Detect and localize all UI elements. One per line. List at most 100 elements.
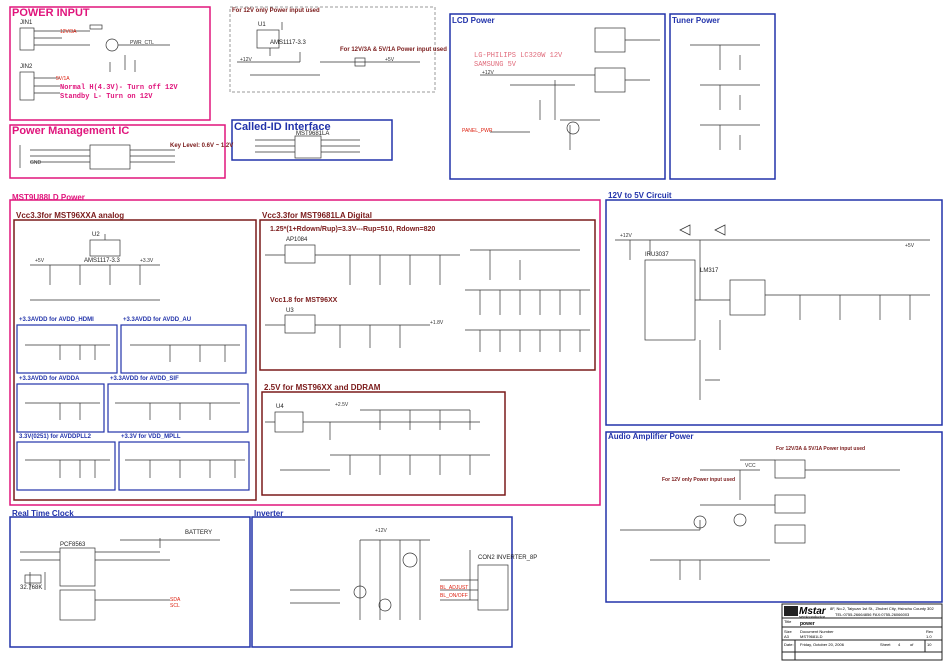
tuner-power-title: Tuner Power <box>672 16 720 25</box>
company-sub: semiconductor <box>799 614 826 619</box>
of-label: of <box>910 642 914 647</box>
net-vin5: 5V/1A <box>56 76 70 82</box>
tuner-power-frame <box>669 13 776 180</box>
net-pwr-ctl: PWR_CTL <box>130 40 154 46</box>
date-label: Date: <box>784 642 794 647</box>
power-mgmt-title: Power Management IC <box>12 125 130 137</box>
net-panel-pwr: PANEL_PWR <box>462 128 493 134</box>
net-v12-a: +12V <box>240 57 252 63</box>
company-logo: Mstar <box>799 606 826 617</box>
net-v5-analog: +5V <box>35 258 45 264</box>
company-address: 8F, No.2, Taiyuan 1st St., Zhubei City, … <box>830 606 934 611</box>
inverter-title: Inverter <box>254 509 284 518</box>
mst-label: MST9681LA <box>296 131 330 137</box>
battery-label: BATTERY <box>185 530 213 536</box>
power-input-frame <box>9 6 211 121</box>
called-id-frame <box>231 119 393 161</box>
u3-label: U3 <box>286 308 294 314</box>
power-mgmt-frame <box>9 124 226 179</box>
net-gnd-pm: GND <box>30 160 42 166</box>
audio-title: Audio Amplifier Power <box>608 432 694 441</box>
net-v25: +2.5V <box>335 402 349 408</box>
key-level-note: Key Level: 0.6V ~ 1.2V <box>170 143 234 149</box>
jin1-label: JIN1 <box>20 20 33 26</box>
ddram-frame <box>261 391 506 496</box>
avdd-sif-label: +3.3AVDD for AVDD_SIF <box>110 376 179 382</box>
jin2-label: JIN2 <box>20 64 33 70</box>
12v-5v-frame <box>605 199 943 426</box>
only12v-frame <box>229 6 436 93</box>
inverter-frame <box>251 516 513 648</box>
title-block-frame <box>781 603 943 661</box>
u2-label: U2 <box>92 232 100 238</box>
net-v33-analog: +3.3V <box>140 258 154 264</box>
rev-value: 1.0 <box>926 634 932 639</box>
ic-reg-label: IRU3037 <box>645 252 669 258</box>
mst-power-title: MST9U88LD Power <box>12 193 85 202</box>
called-id-title: Called-ID Interface <box>234 121 331 133</box>
ams-label-1: AMS1117-3.3 <box>270 40 306 46</box>
date-value: Friday, October 20, 2006 <box>800 642 844 647</box>
net-v5-out: +5V <box>905 243 915 249</box>
ddram-title: 2.5V for MST96XX and DDRAM <box>264 383 381 392</box>
lcd-power-title: LCD Power <box>452 16 495 25</box>
audio-note-a: For 12V/3A & 5V/1A Power input used <box>776 446 866 452</box>
docnum-label: Document Number <box>800 629 834 634</box>
avdd-au-label: +3.3AVDD for AVDD_AU <box>123 317 192 323</box>
net-v12-in: +12V <box>620 233 632 239</box>
sheet-value: 4 <box>898 642 901 647</box>
net-v12-inv: +12V <box>375 528 387 534</box>
digital-frame <box>259 219 596 371</box>
size-value: A3 <box>784 634 789 639</box>
ams-label-2: AMS1117-3.3 <box>84 258 120 264</box>
power-input-title: POWER INPUT <box>12 7 90 19</box>
analog-frame <box>13 219 257 501</box>
u1-label: U1 <box>258 22 266 28</box>
rev-label: Rev <box>926 629 934 634</box>
rtc-frame <box>9 516 251 648</box>
digital-title: Vcc3.3for MST9681LA Digital <box>262 211 372 220</box>
avdd-hdmi-label: +3.3AVDD for AVDD_HDMI <box>19 317 94 323</box>
net-vcc-audio: VCC <box>745 463 756 469</box>
lcd-brand-1: LG-PHILIPS LC320W 12V <box>474 52 563 60</box>
vcc18-note: Vcc1.8 for MST96XX <box>270 297 338 304</box>
net-vin12: 12V/3A <box>60 29 77 35</box>
crystal-label: 32.768K <box>20 585 43 591</box>
rtc-title: Real Time Clock <box>12 509 74 518</box>
pcf-label: PCF8563 <box>60 542 86 548</box>
avddpll2-label: 3.3V(0251) for AVDDPLL2 <box>19 434 92 440</box>
u4-label: U4 <box>276 404 284 410</box>
company-tel: TEL:0755-26664856 FAX:0755-26066003 <box>835 612 910 617</box>
title-value: power <box>800 621 815 627</box>
analog-title: Vcc3.3for MST96XXA analog <box>16 211 125 220</box>
normal-line-note: Normal H(4.3V)- Turn off 12V <box>60 84 178 92</box>
net-v5-a: +5V <box>385 57 395 63</box>
net-bl-adj: BL_ADJUST <box>440 585 469 591</box>
lcd-brand-2: SAMSUNG 5V <box>474 61 517 69</box>
lcd-power-frame <box>449 13 666 180</box>
vdd-mpll-label: +3.3V for VDD_MPLL <box>121 434 181 440</box>
net-sda: SDA <box>170 597 181 603</box>
sheets-value: 10 <box>927 642 932 647</box>
net-scl: SCL <box>170 603 180 609</box>
input-12v5v-note: For 12V/3A & 5V/1A Power input used <box>340 47 447 53</box>
mst-power-frame <box>9 199 601 506</box>
audio-frame <box>605 431 943 603</box>
lm317-label: LM317 <box>700 268 719 274</box>
title-label: Title <box>784 619 792 624</box>
docnum-value: MST9681LD <box>800 634 823 639</box>
size-label: Size <box>784 629 792 634</box>
net-v12-lcd: +12V <box>482 70 494 76</box>
only12v-note: For 12V only Power input used <box>232 8 320 14</box>
standby-line-note: Standby L- Turn on 12V <box>60 93 153 101</box>
avdda-label: +3.3AVDD for AVDDA <box>19 376 80 382</box>
audio-note-b: For 12V only Power input used <box>662 477 736 483</box>
ap1084-label: AP1084 <box>286 237 308 243</box>
formula-note: 1.25*(1+Rdown/Rup)=3.3V---Rup=510, Rdown… <box>270 226 436 233</box>
sheet-label: Sheet <box>880 642 891 647</box>
inverter-conn-label: CON2 INVERTER_8P <box>478 555 538 561</box>
net-v18: +1.8V <box>430 320 444 326</box>
12v-5v-title: 12V to 5V Circuit <box>608 191 672 200</box>
net-bl-on: BL_ON/OFF <box>440 593 468 599</box>
